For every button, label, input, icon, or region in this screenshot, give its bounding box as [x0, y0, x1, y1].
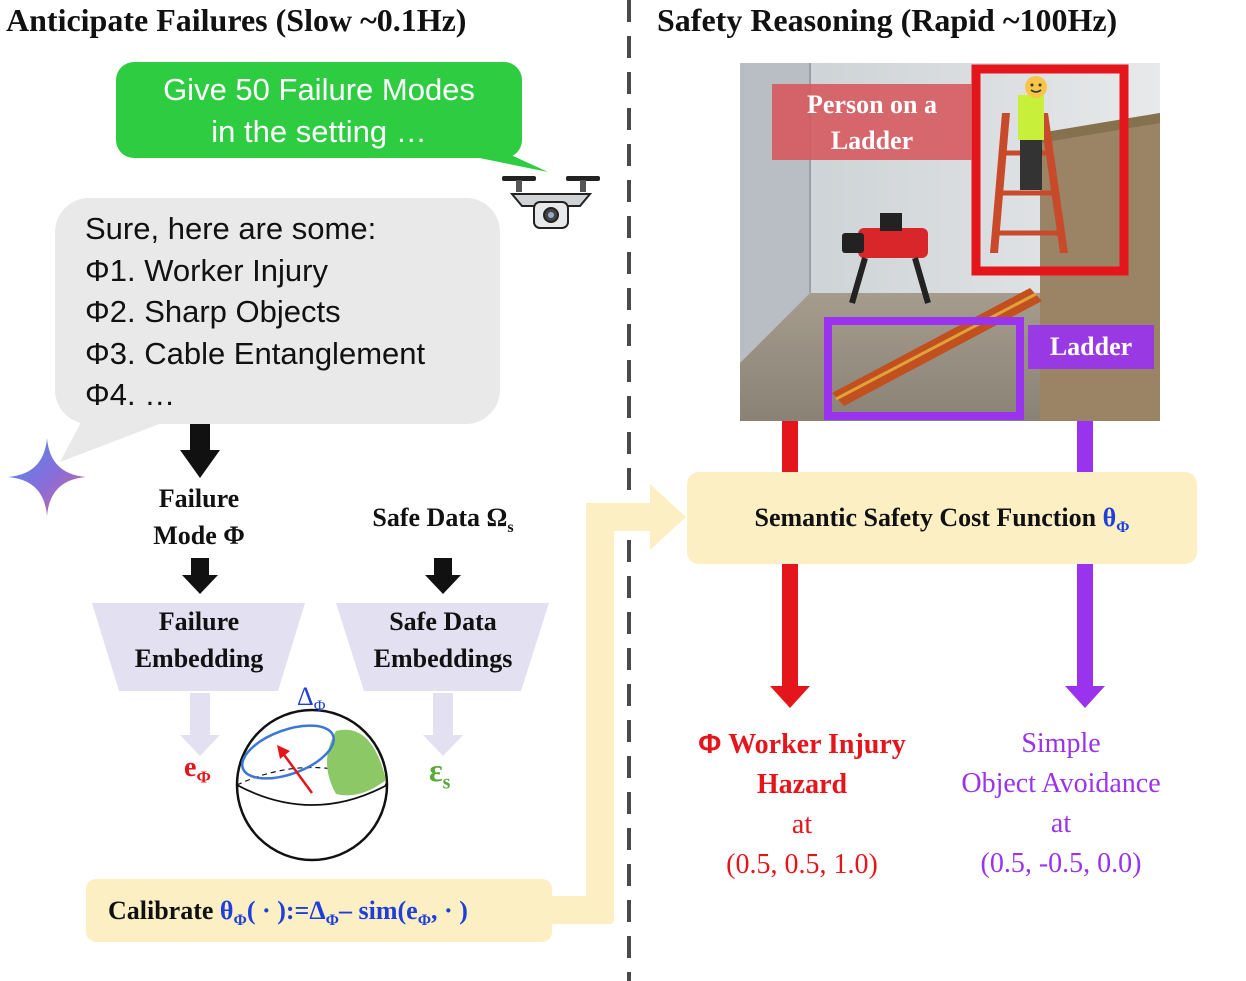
hazard-line-1: Φ Worker Injury: [662, 724, 942, 765]
response-line-0: Sure, here are some:: [85, 211, 377, 246]
left-title: Anticipate Failures (Slow ~0.1Hz): [6, 2, 467, 38]
cost-function-theta: θΦ: [1102, 503, 1130, 536]
response-line-2: Φ2. Sharp Objects: [85, 294, 341, 329]
embedding-sphere: [235, 708, 389, 862]
delta-phi-symbol: ΔΦ: [297, 682, 326, 716]
e-phi-base: e: [184, 752, 197, 783]
safe-data-label: Safe Data Ωs: [343, 499, 543, 546]
calibrate-box: Calibrate θΦ( · ):=ΔΦ– sim(eΦ, · ): [86, 879, 552, 942]
calibrate-delta-sub: Φ: [325, 912, 339, 930]
cost-theta-sub: Φ: [1116, 519, 1130, 537]
cost-theta-base: θ: [1102, 503, 1117, 532]
drone-icon: [502, 176, 600, 229]
sparkle-icon: [8, 438, 86, 516]
ladder-label: Ladder: [1028, 325, 1154, 369]
safe-embeddings-label: Safe Data Embeddings: [342, 603, 544, 677]
failure-mode-line-2: Mode Φ: [153, 521, 245, 550]
failure-vector-arrowhead: [277, 745, 290, 759]
person-bounding-box: [971, 64, 1129, 276]
safe-region-cap: [327, 729, 386, 796]
eps-s-sub: s: [442, 771, 451, 794]
person-label-line-1: Person on a: [807, 90, 937, 119]
failure-mode-line-1: Failure: [158, 484, 240, 513]
arrow-to-eps-s: [423, 693, 463, 756]
calibrate-formula: θΦ( · ):=ΔΦ– sim(eΦ, · ): [219, 896, 468, 929]
hazard-at: at: [791, 809, 813, 840]
calibrate-mid: ( · ):=Δ: [246, 896, 326, 925]
right-title: Safety Reasoning (Rapid ~100Hz): [657, 2, 1118, 38]
arrow-calibrate-to-cost-function: [548, 484, 686, 924]
failure-embedding-line-2: Embedding: [134, 644, 264, 673]
scene-photo: Person on a Ladder Ladder: [740, 63, 1160, 421]
arrow-to-e-phi: [180, 693, 220, 756]
failure-cone-ring: [241, 724, 335, 780]
avoid-output: Simple Object Avoidance at (0.5, -0.5, 0…: [930, 724, 1192, 884]
ladder-bounding-box: [824, 317, 1024, 420]
response-line-3: Φ3. Cable Entanglement: [85, 335, 426, 371]
avoid-line-lower: [1077, 564, 1093, 686]
safe-embeddings-line-2: Embeddings: [373, 644, 513, 673]
failure-embedding-line-1: Failure: [158, 607, 240, 636]
avoid-coords: (0.5, -0.5, 0.0): [980, 848, 1142, 879]
safe-data-text: Safe Data Ω: [372, 503, 508, 532]
calibrate-theta: θ: [219, 896, 234, 925]
delta-phi-sub: Φ: [313, 698, 326, 716]
calibrate-e-sub: Φ: [417, 912, 432, 930]
delta-phi-base: Δ: [297, 682, 314, 711]
failure-mode-label: Failure Mode Φ: [98, 480, 300, 554]
safe-embeddings-line-1: Safe Data: [389, 607, 497, 636]
avoid-line-2: Object Avoidance: [961, 768, 1161, 799]
person-label: Person on a Ladder: [772, 84, 972, 160]
cost-function-text: Semantic Safety Cost Function: [754, 503, 1103, 532]
calibrate-end: , · ): [431, 896, 468, 925]
hazard-line-lower: [782, 564, 798, 686]
avoid-arrowhead: [1065, 686, 1105, 708]
safe-data-sub: s: [507, 519, 514, 537]
cost-function-box: Semantic Safety Cost Function θΦ: [687, 472, 1197, 564]
hazard-phi: Φ: [698, 728, 722, 759]
e-phi-sub: Φ: [196, 767, 211, 787]
eps-s-symbol: εs: [429, 752, 450, 794]
avoid-line-1: Simple: [1021, 728, 1101, 759]
response-line-4: Φ4. …: [85, 377, 176, 412]
prompt-line-2: in the setting …: [211, 114, 427, 149]
avoid-at: at: [1050, 808, 1072, 839]
safe-embedding-encoder: [336, 603, 549, 691]
response-bubble: Sure, here are some: Φ1. Worker Injury Φ…: [55, 198, 500, 424]
calibrate-prefix: Calibrate: [108, 896, 220, 925]
arrow-safe-data-to-embedding: [425, 558, 461, 594]
prompt-bubble: Give 50 Failure Modes in the setting …: [116, 62, 522, 158]
calibrate-theta-sub: Φ: [233, 912, 247, 930]
prompt-line-1: Give 50 Failure Modes: [163, 72, 475, 107]
failure-embedding-encoder: [92, 603, 305, 691]
eps-s-base: ε: [429, 752, 443, 788]
e-phi-symbol: eΦ: [184, 752, 211, 788]
hazard-arrowhead: [770, 686, 810, 708]
calibrate-sim: – sim(e: [338, 896, 418, 925]
response-line-1: Φ1. Worker Injury: [85, 252, 328, 288]
hazard-line-2: Hazard: [756, 769, 848, 800]
hazard-coords: (0.5, 0.5, 1.0): [726, 849, 878, 880]
hazard-title: Worker Injury: [721, 729, 906, 760]
person-label-line-2: Ladder: [830, 126, 914, 155]
arrow-failure-mode-to-embedding: [182, 558, 218, 594]
hazard-output: Φ Worker Injury Hazard at (0.5, 0.5, 1.0…: [662, 724, 942, 885]
failure-embedding-label: Failure Embedding: [98, 603, 300, 677]
